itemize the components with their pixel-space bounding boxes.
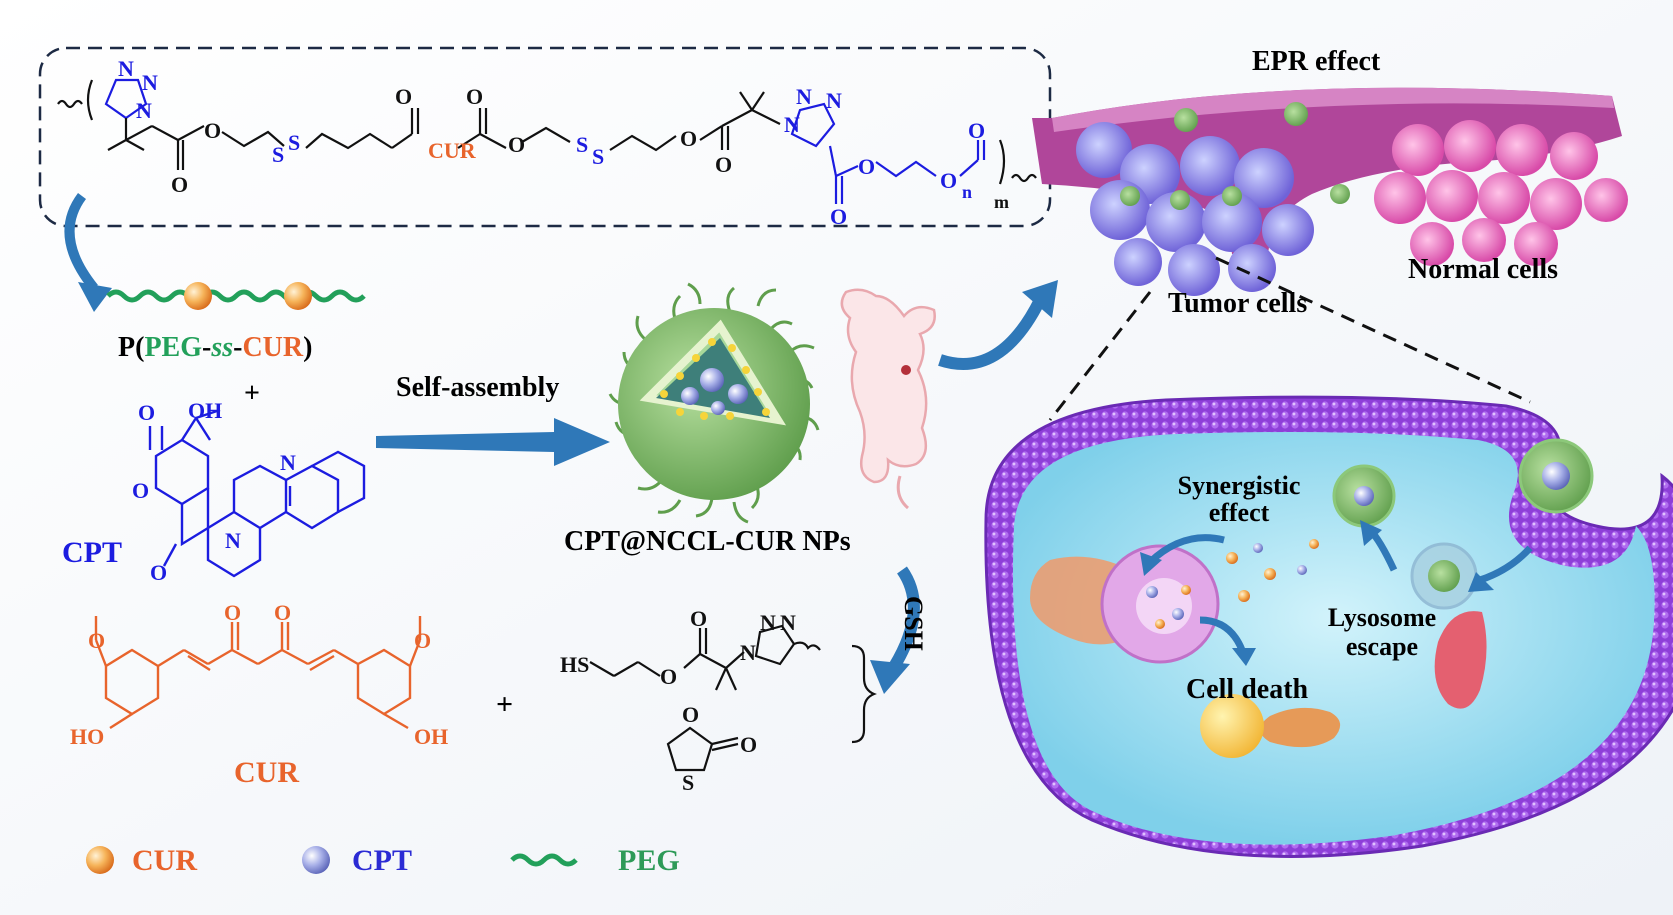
plus-sign-2: + bbox=[496, 688, 514, 721]
gsh-label: GSH bbox=[899, 596, 928, 651]
self-assembly-label: Self-assembly bbox=[396, 372, 560, 403]
svg-text:O: O bbox=[940, 168, 957, 193]
cell-death-label: Cell death bbox=[1186, 674, 1309, 705]
legend-cpt-icon bbox=[302, 846, 330, 874]
svg-text:O: O bbox=[414, 628, 431, 653]
svg-text:O: O bbox=[132, 478, 149, 503]
synergy-line1: Synergistic bbox=[1177, 471, 1301, 500]
svg-text:N: N bbox=[740, 640, 756, 665]
svg-text:O: O bbox=[740, 732, 757, 757]
polymer-structure bbox=[57, 78, 1037, 204]
svg-text:O: O bbox=[830, 204, 847, 229]
svg-text:O: O bbox=[858, 154, 875, 179]
cpt-oh: OH bbox=[188, 398, 222, 423]
svg-text:O: O bbox=[682, 702, 699, 727]
peg-chain bbox=[106, 289, 366, 303]
svg-text:S: S bbox=[682, 770, 694, 795]
svg-text:O: O bbox=[395, 84, 412, 109]
hs-label: HS bbox=[560, 652, 589, 677]
svg-text:O: O bbox=[680, 126, 697, 151]
legend-peg-icon bbox=[510, 853, 578, 867]
epr-label: EPR effect bbox=[1252, 46, 1381, 77]
svg-text:O: O bbox=[171, 172, 188, 197]
cur-structure bbox=[94, 616, 422, 730]
normal-cells-label: Normal cells bbox=[1408, 254, 1559, 285]
cpt-n1: N bbox=[225, 528, 241, 553]
synergy-line2: effect bbox=[1208, 498, 1270, 528]
svg-text:O: O bbox=[466, 84, 483, 109]
svg-text:N: N bbox=[826, 88, 842, 113]
conjugate-cur: CUR bbox=[242, 332, 304, 363]
svg-text:N: N bbox=[760, 610, 776, 635]
cur-label: CUR bbox=[234, 756, 299, 789]
svg-text:O: O bbox=[274, 600, 291, 625]
cur-ho: HO bbox=[70, 724, 104, 749]
cur-bead bbox=[184, 282, 212, 310]
zoom-line-left bbox=[1048, 291, 1152, 421]
plus-sign: + bbox=[244, 378, 260, 409]
svg-text:O: O bbox=[150, 560, 167, 585]
cpt-n2: N bbox=[280, 450, 296, 475]
svg-text:O: O bbox=[224, 600, 241, 625]
tumor-cell-zoom bbox=[984, 395, 1673, 858]
escape-line2: escape bbox=[1345, 631, 1419, 661]
polymer-cur-unit: CUR bbox=[428, 138, 477, 163]
svg-text:N: N bbox=[142, 70, 158, 95]
disulfide-s1: S bbox=[272, 142, 284, 167]
svg-text:N: N bbox=[136, 98, 152, 123]
svg-text:O: O bbox=[138, 400, 155, 425]
synergy-label: Synergistic effect bbox=[1154, 472, 1324, 527]
svg-text:N: N bbox=[780, 610, 796, 635]
polymer-n: n bbox=[962, 182, 972, 202]
disulfide-s4: S bbox=[592, 144, 604, 169]
svg-text:O: O bbox=[88, 628, 105, 653]
escape-line1: Lysosome bbox=[1327, 603, 1437, 632]
cpt-structure bbox=[148, 408, 366, 578]
zoom-line-right bbox=[1215, 256, 1531, 404]
cpt-label: CPT bbox=[62, 536, 122, 569]
legend-cur-icon bbox=[86, 846, 114, 874]
to-tumor-arrow bbox=[938, 297, 1046, 370]
conjugate-peg: PEG bbox=[144, 332, 202, 363]
conjugate-dash: - bbox=[233, 332, 243, 363]
conjugate-label: P(PEG-ss-CUR) bbox=[118, 334, 312, 362]
legend-cpt: CPT bbox=[352, 844, 412, 877]
lysosome-escape-label: Lysosome escape bbox=[1312, 603, 1452, 661]
conjugate-dash: - bbox=[202, 332, 212, 363]
svg-text:O: O bbox=[508, 132, 525, 157]
self-assembly-arrow bbox=[376, 418, 610, 466]
mouse bbox=[840, 288, 936, 510]
tumor-cells-label: Tumor cells bbox=[1168, 288, 1308, 319]
gsh-products bbox=[589, 624, 877, 772]
nanoparticle bbox=[608, 282, 820, 524]
cur-bead bbox=[284, 282, 312, 310]
svg-text:N: N bbox=[118, 56, 134, 81]
legend-cur: CUR bbox=[132, 844, 197, 877]
svg-text:O: O bbox=[690, 606, 707, 631]
cur-oh: OH bbox=[414, 724, 448, 749]
svg-text:N: N bbox=[784, 112, 800, 137]
svg-text:N: N bbox=[796, 84, 812, 109]
svg-text:O: O bbox=[968, 118, 985, 143]
conjugate-close: ) bbox=[303, 332, 313, 363]
svg-text:O: O bbox=[715, 152, 732, 177]
svg-text:O: O bbox=[204, 118, 221, 143]
gsh-arrow bbox=[886, 566, 920, 674]
disulfide-s2: S bbox=[288, 130, 300, 155]
curved-arrow-down bbox=[64, 193, 98, 292]
normal-cells bbox=[1374, 120, 1628, 266]
svg-text:O: O bbox=[660, 664, 677, 689]
legend-peg: PEG bbox=[618, 844, 680, 877]
conjugate-p: P( bbox=[118, 332, 145, 363]
conjugate-ss: ss bbox=[211, 332, 234, 363]
disulfide-s3: S bbox=[576, 132, 588, 157]
nanoparticle-label: CPT@NCCL-CUR NPs bbox=[564, 526, 851, 557]
polymer-m: m bbox=[994, 192, 1009, 212]
tumor-cells bbox=[1076, 122, 1350, 296]
